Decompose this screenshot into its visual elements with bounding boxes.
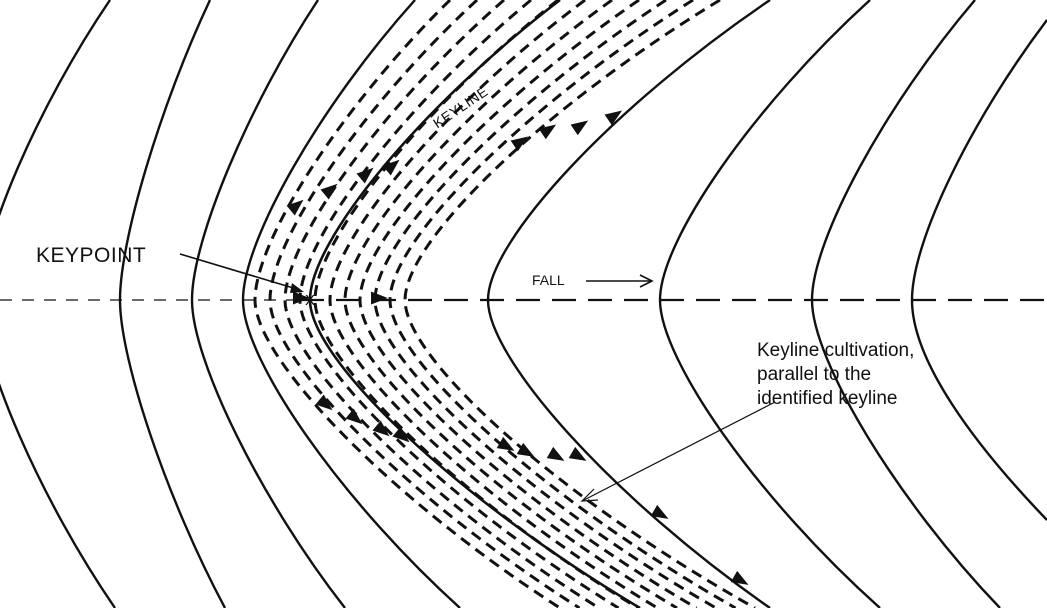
flow-arrowhead xyxy=(372,420,390,437)
flow-arrowhead xyxy=(650,504,669,519)
fall-label: FALL xyxy=(532,272,565,288)
keypoint-marker: X xyxy=(305,292,315,309)
keypoint-leader-line xyxy=(179,253,301,291)
contour-line xyxy=(241,0,461,608)
flow-arrowhead xyxy=(496,436,515,451)
cultivation-lines xyxy=(253,0,756,608)
flow-arrowhead xyxy=(356,167,374,184)
contour-line xyxy=(0,0,116,608)
keypoint-label: KEYPOINT xyxy=(36,244,147,267)
cultivation-line xyxy=(253,0,561,608)
contour-line xyxy=(118,0,227,608)
flow-arrowhead xyxy=(293,291,310,305)
keypoint-leader-arrowhead xyxy=(290,283,304,293)
flow-arrowhead xyxy=(382,159,400,176)
flow-arrowhead xyxy=(286,199,304,216)
contour-line xyxy=(810,0,1001,608)
flow-arrowhead xyxy=(315,394,333,411)
cultivation-note-line-3: identified keyline xyxy=(757,388,898,409)
flow-arrowhead xyxy=(510,136,529,152)
fall-arrowhead xyxy=(639,274,654,288)
cultivation-line xyxy=(283,0,600,608)
cultivation-note: Keyline cultivation, parallel to the ide… xyxy=(757,339,1007,411)
flow-arrowhead xyxy=(516,442,535,457)
flow-arrowhead xyxy=(392,426,410,443)
flow-arrows xyxy=(286,110,749,585)
flow-arrowhead xyxy=(320,183,338,200)
flow-arrowhead xyxy=(604,110,623,126)
flow-arrowhead xyxy=(371,291,388,305)
flow-arrowhead xyxy=(546,446,565,461)
contour-line xyxy=(658,0,881,608)
contour-line xyxy=(190,0,346,608)
cultivation-line xyxy=(358,0,698,608)
cultivation-line xyxy=(343,0,678,608)
cultivation-pointer-line xyxy=(583,401,776,501)
cultivation-line xyxy=(373,0,717,608)
flow-arrowhead xyxy=(570,120,589,136)
cultivation-pointer-arrowhead xyxy=(580,488,599,502)
flow-arrowhead xyxy=(538,124,557,140)
cultivation-line xyxy=(298,0,620,608)
flow-arrowhead xyxy=(345,408,363,425)
contour-line xyxy=(910,19,1047,521)
cultivation-line xyxy=(328,0,659,608)
cultivation-line xyxy=(403,0,756,608)
cultivation-note-line-2: parallel to the xyxy=(757,364,872,385)
flow-arrowhead xyxy=(730,570,749,585)
cultivation-line xyxy=(388,0,737,608)
flow-arrowhead xyxy=(568,446,587,461)
cultivation-note-line-1: Keyline cultivation, xyxy=(757,340,915,361)
contour-line xyxy=(486,0,771,608)
